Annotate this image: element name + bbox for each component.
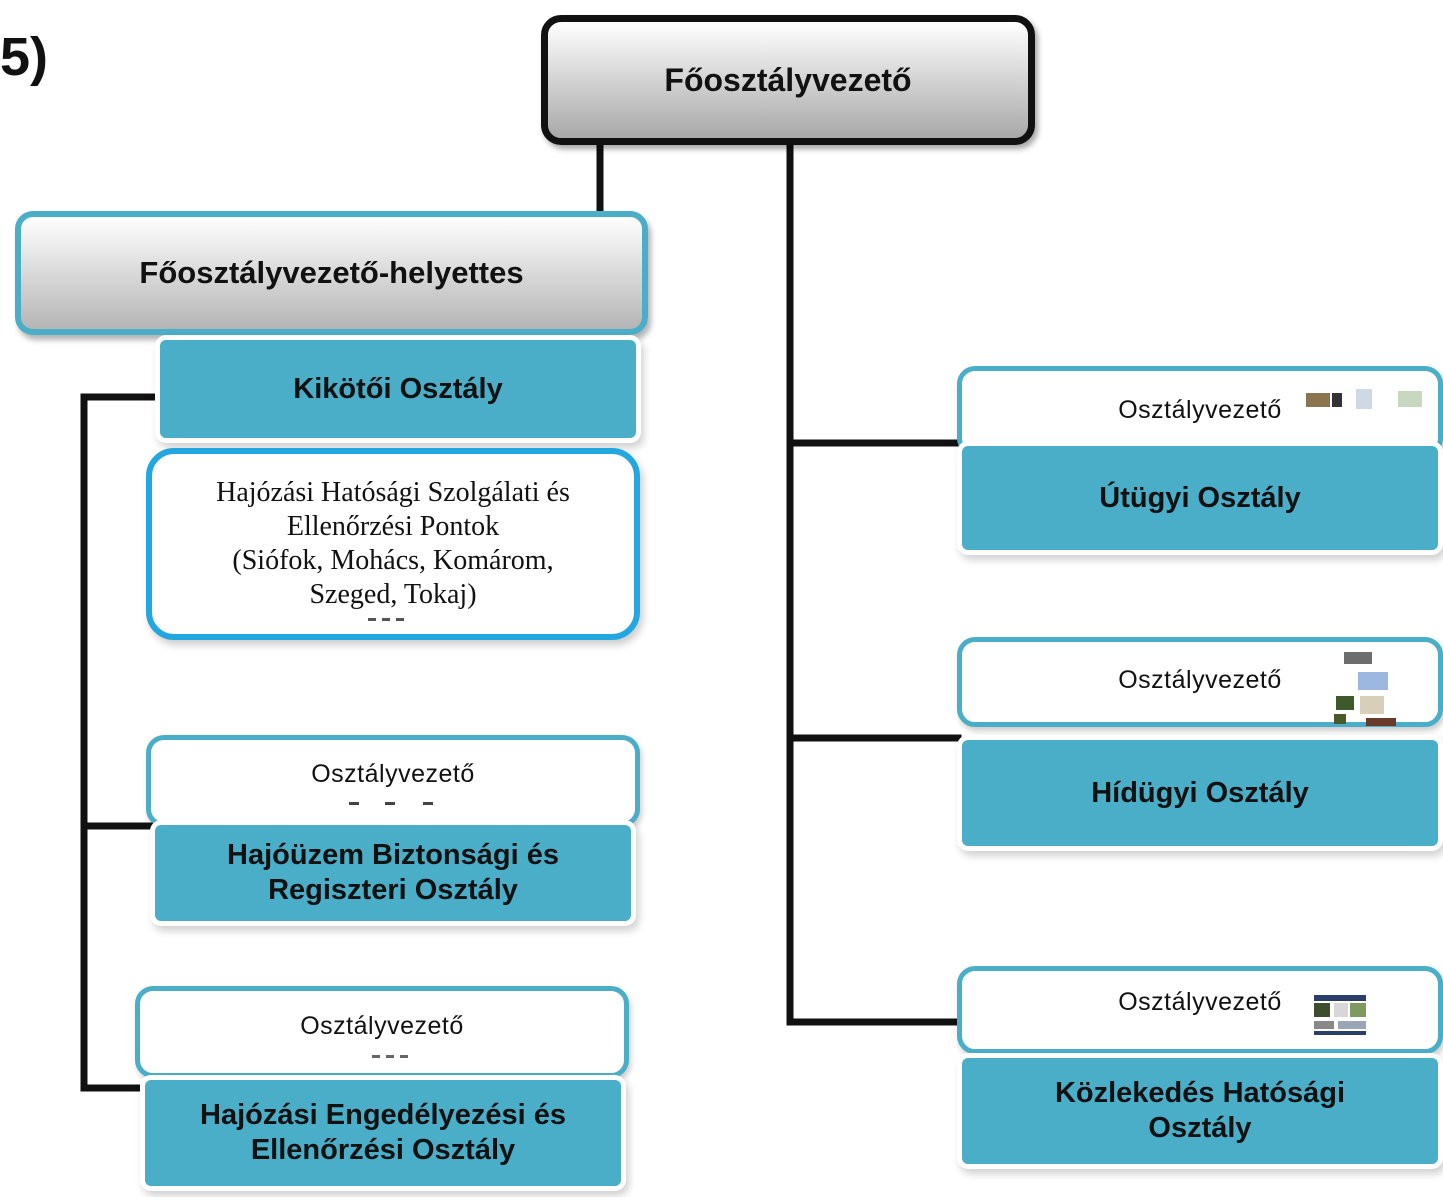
tiny-thumbnail-icon (349, 802, 433, 805)
engedely-department-box: Hajózási Engedélyezési és Ellenőrzési Os… (145, 1080, 621, 1186)
inspection-points-line1: Hajózási Hatósági Szolgálati és (216, 476, 570, 508)
inspection-points-line2: Ellenőrzési Pontok (286, 510, 500, 542)
hajouzem-department-box: Hajóüzem Biztonsági és Regiszteri Osztál… (155, 825, 631, 921)
root-head-box: Főosztályvezető (541, 15, 1035, 145)
engedely-department-line1: Hajózási Engedélyezési és (200, 1099, 566, 1132)
utugyi-manager-label: Osztályvezető (1118, 395, 1282, 424)
thumbnail-cluster-icon (1334, 652, 1396, 726)
title-fragment-text: 5) (0, 27, 49, 87)
inspection-points-box: Hajózási Hatósági Szolgálati és Ellenőrz… (146, 448, 640, 640)
kozlekedes-manager-label: Osztályvezető (1118, 987, 1282, 1016)
engedely-department-line2: Ellenőrzési Osztály (250, 1134, 516, 1166)
thumbnail-document-icon (1314, 995, 1366, 1035)
kozlekedes-department-box: Közlekedés Hatósági Osztály (962, 1058, 1438, 1164)
utugyi-department-label: Útügyi Osztály (1099, 481, 1301, 514)
engedely-manager-label: Osztályvezető (300, 1011, 464, 1040)
kikotoi-department-box: Kikötői Osztály (160, 340, 636, 438)
root-head-label: Főosztályvezető (664, 61, 912, 98)
inspection-points-line4: Szeged, Tokaj) (309, 579, 477, 611)
kozlekedes-department-line1: Közlekedés Hatósági (1054, 1077, 1346, 1110)
hidugyi-manager-box: Osztályvezető (957, 637, 1443, 727)
hidugyi-department-label: Hídügyi Osztály (1091, 776, 1309, 809)
hajouzem-department-line2: Regiszteri Osztály (268, 874, 518, 906)
utugyi-manager-box: Osztályvezető (957, 366, 1443, 456)
hajouzem-manager-box: Osztályvezető (146, 735, 640, 827)
kozlekedes-manager-box: Osztályvezető (957, 966, 1443, 1054)
hidugyi-department-box: Hídügyi Osztály (962, 740, 1438, 846)
tiny-thumbnail-icon (372, 1055, 408, 1058)
deputy-head-label: Főosztályvezető-helyettes (139, 255, 524, 290)
hajouzem-manager-label: Osztályvezető (311, 759, 475, 788)
utugyi-department-box: Útügyi Osztály (962, 446, 1438, 550)
thumbnail-cluster-icon (1306, 389, 1422, 409)
hajouzem-department-line1: Hajóüzem Biztonsági és (227, 839, 559, 872)
kozlekedes-department-line2: Osztály (1148, 1112, 1252, 1144)
engedely-manager-box: Osztályvezető (135, 986, 629, 1078)
deputy-head-box: Főosztályvezető-helyettes (15, 211, 648, 335)
hidugyi-manager-label: Osztályvezető (1118, 665, 1282, 694)
tiny-thumbnail-icon (368, 618, 404, 621)
inspection-points-line3: (Siófok, Mohács, Komárom, (232, 545, 554, 576)
kikotoi-department-label: Kikötői Osztály (293, 372, 503, 405)
